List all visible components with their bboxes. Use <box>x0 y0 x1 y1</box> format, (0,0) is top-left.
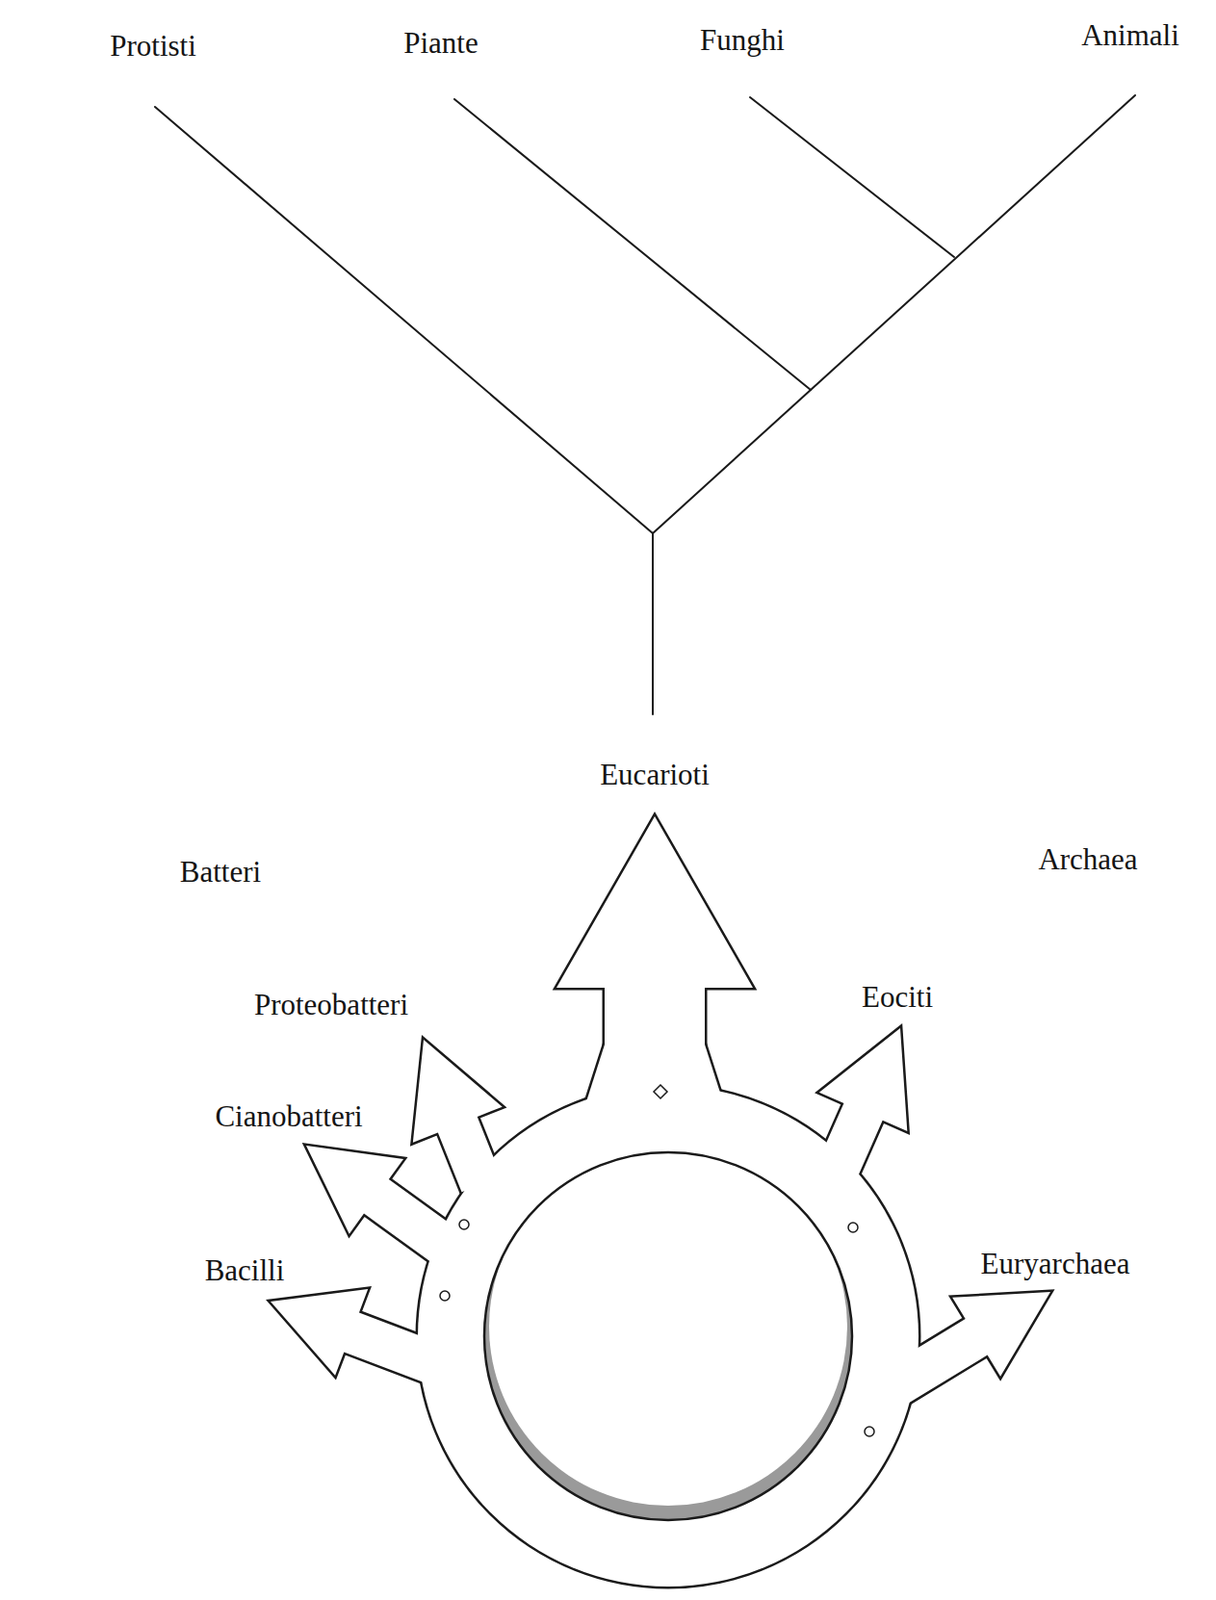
taxon-label: Animali <box>1081 19 1180 52</box>
taxon-label: Eociti <box>861 981 933 1014</box>
lineage-arrow <box>306 1145 466 1269</box>
taxon-label: Protisti <box>109 29 197 63</box>
taxon-label: Piante <box>403 26 479 60</box>
taxon-label: Eucarioti <box>599 758 710 792</box>
taxon-label: Cianobatteri <box>214 1100 363 1134</box>
lineage-arrow <box>818 1028 907 1179</box>
tree-branch <box>750 97 955 258</box>
lineage-arrow <box>884 1292 1051 1405</box>
lineage-arrow <box>556 816 753 1156</box>
lineage-arrow <box>556 816 753 1156</box>
tree-branch <box>454 99 811 390</box>
taxon-label: Proteobatteri <box>254 988 409 1022</box>
tree-trunk <box>651 533 654 715</box>
lineage-arrow <box>818 1028 907 1179</box>
tree-branch <box>652 95 1136 534</box>
ring-fill <box>270 816 1051 1587</box>
taxon-label: Batteri <box>180 855 261 889</box>
tree-branch <box>155 106 653 534</box>
taxon-label: Euryarchaea <box>981 1247 1131 1281</box>
small-dot <box>459 1219 469 1230</box>
small-dot <box>848 1222 858 1233</box>
inner-circle <box>484 1152 853 1521</box>
ring-outline <box>270 816 1051 1587</box>
small-dot <box>439 1291 450 1301</box>
taxon-label: Funghi <box>699 24 785 57</box>
small-diamond <box>653 1085 668 1099</box>
lineage-arrow <box>573 1044 736 1141</box>
taxon-label: Archaea <box>1037 843 1138 877</box>
small-dot <box>864 1426 875 1437</box>
lineage-arrow <box>306 1145 466 1269</box>
lineage-arrow <box>413 1039 503 1192</box>
lineage-arrow <box>270 1289 451 1387</box>
lineage-arrow <box>573 1044 736 1141</box>
lineage-arrow <box>413 1039 503 1192</box>
taxon-label: Bacilli <box>205 1254 285 1288</box>
